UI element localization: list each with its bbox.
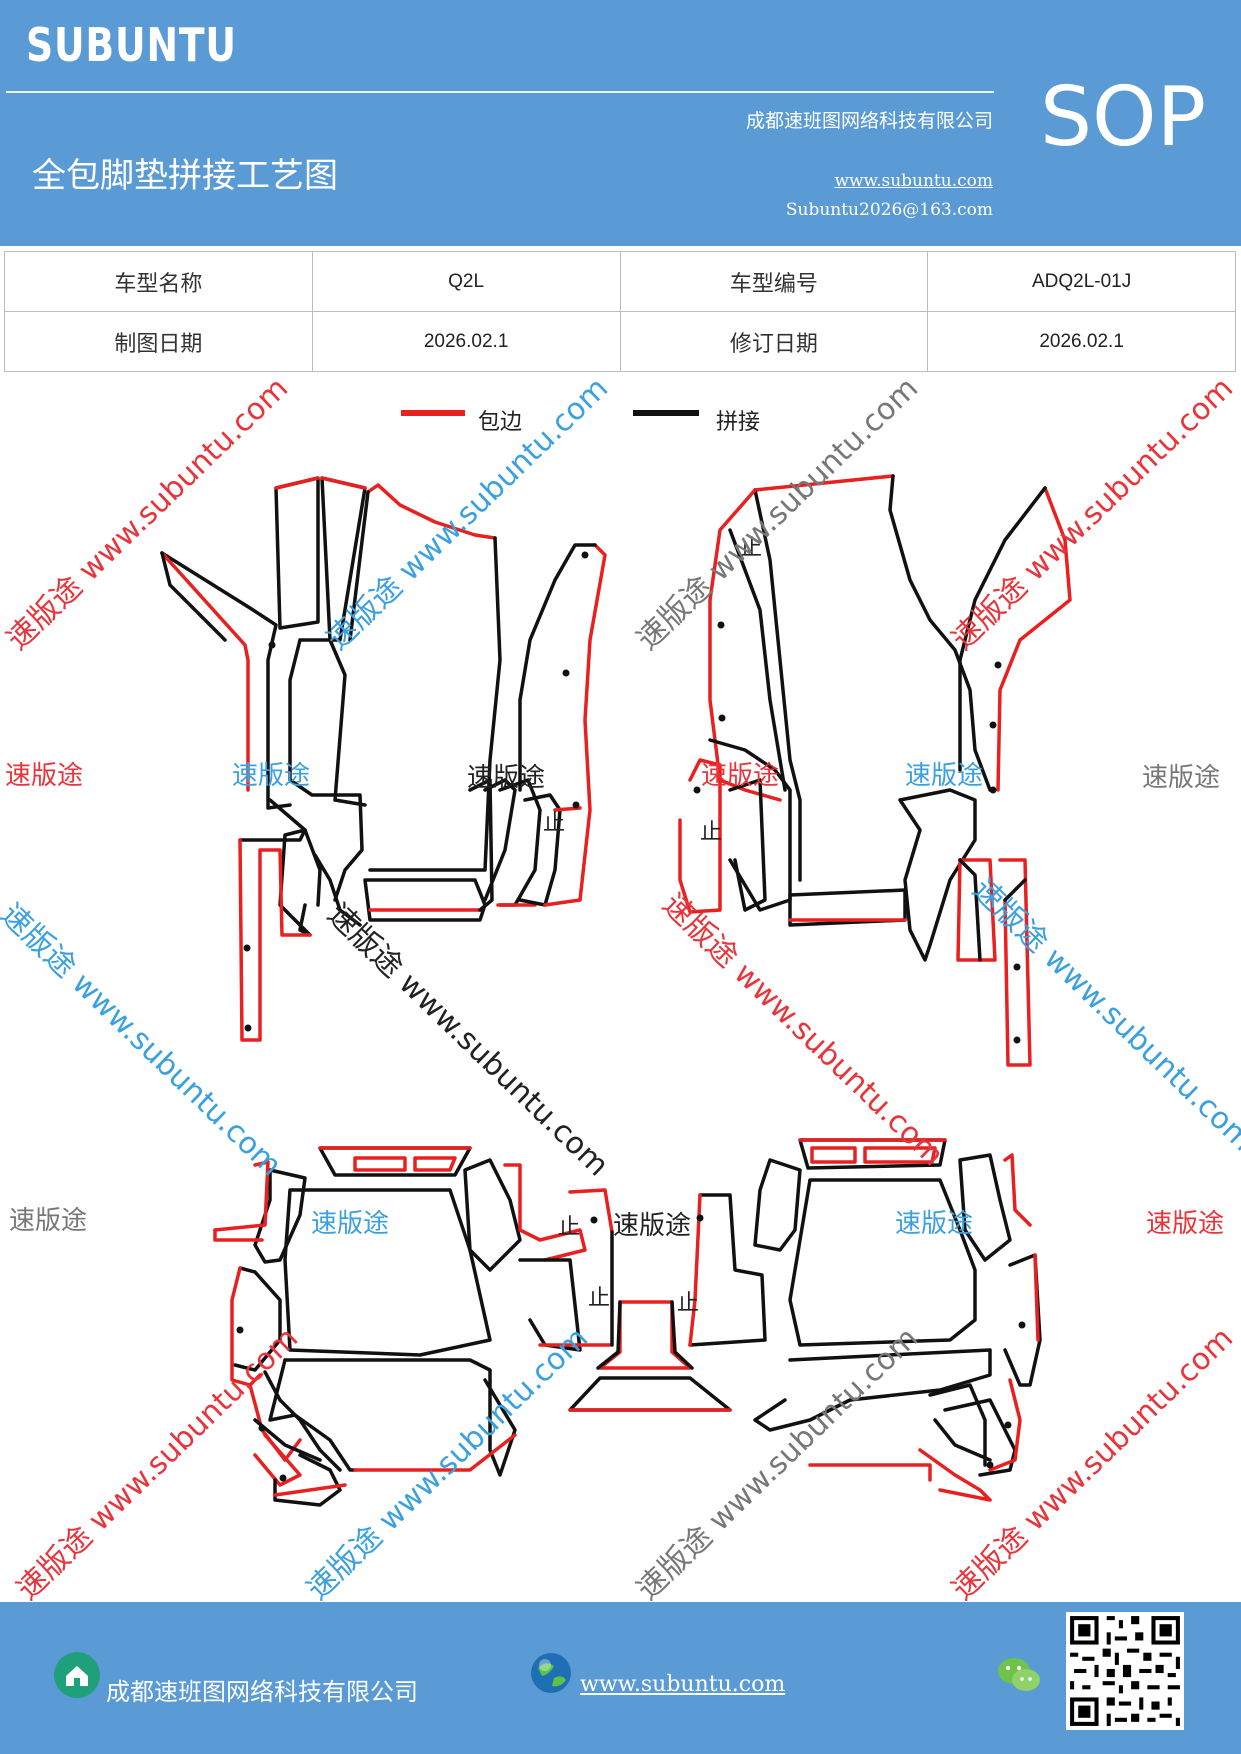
draw-date-label: 制图日期 bbox=[4, 311, 313, 372]
header-email[interactable]: Subuntu2026@163.com bbox=[785, 200, 993, 220]
model-name-label: 车型名称 bbox=[4, 251, 313, 312]
draw-date-value: 2026.02.1 bbox=[311, 311, 621, 372]
header-divider bbox=[6, 91, 994, 93]
stop-mark: 止 bbox=[543, 811, 566, 836]
stop-mark: 止 bbox=[700, 820, 723, 845]
wechat-icon[interactable] bbox=[995, 1654, 1043, 1696]
legend-red-label: 包边 bbox=[478, 410, 523, 435]
header-company: 成都速班图网络科技有限公司 bbox=[745, 110, 993, 132]
model-code-label: 车型编号 bbox=[619, 251, 929, 312]
watermark-brand: 速版途 bbox=[895, 1209, 974, 1239]
footer-url-link[interactable]: www.subuntu.com bbox=[580, 1672, 786, 1697]
sop-label: SOP bbox=[1040, 70, 1207, 165]
mat-bottom-left bbox=[213, 1146, 612, 1507]
watermark-brand: 速版途 bbox=[1142, 763, 1221, 793]
stop-mark: 止 bbox=[558, 1215, 581, 1240]
mat-bottom-middle bbox=[568, 1188, 767, 1412]
watermark-brand: 速版途 bbox=[232, 761, 311, 791]
qr-code bbox=[1066, 1612, 1184, 1730]
header-url-link[interactable]: www.subuntu.com bbox=[834, 171, 993, 191]
watermark-brand: 速版途 bbox=[5, 761, 84, 791]
stop-mark: 止 bbox=[588, 1286, 611, 1311]
info-table: 车型名称 Q2L 车型编号 ADQ2L-01J 制图日期 2026.02.1 修… bbox=[4, 251, 1236, 372]
watermark-brand: 速版途 bbox=[1146, 1209, 1225, 1239]
revise-date-label: 修订日期 bbox=[619, 311, 929, 372]
mat-top-right bbox=[678, 474, 1072, 1067]
legend-black-swatch bbox=[633, 410, 699, 416]
marker-dots bbox=[236, 551, 1026, 1482]
table-row: 制图日期 2026.02.1 修订日期 2026.02.1 bbox=[4, 311, 1236, 372]
stop-mark: 止 bbox=[740, 536, 763, 561]
brand-logo: SUBUNTU bbox=[26, 18, 237, 72]
watermark-brand: 速版途 bbox=[613, 1211, 692, 1241]
watermark-brand: 速版途 bbox=[701, 761, 780, 791]
legend-red-swatch bbox=[401, 410, 465, 416]
watermark-brand: 速版途 bbox=[905, 761, 984, 791]
header-banner: SUBUNTU 成都速班图网络科技有限公司 全包脚垫拼接工艺图 www.subu… bbox=[0, 0, 1241, 246]
watermark-brand: 速版途 bbox=[467, 763, 546, 793]
mat-bottom-right bbox=[753, 1138, 1042, 1502]
home-icon bbox=[54, 1652, 100, 1698]
footer-company: 成都速班图网络科技有限公司 bbox=[106, 1678, 418, 1706]
model-name-value: Q2L bbox=[311, 251, 621, 312]
footer-banner: 成都速班图网络科技有限公司 www.subuntu.com bbox=[0, 1602, 1241, 1754]
page-title: 全包脚垫拼接工艺图 bbox=[32, 156, 338, 196]
revise-date-value: 2026.02.1 bbox=[927, 311, 1236, 372]
watermark-brand: 速版途 bbox=[311, 1209, 390, 1239]
stop-mark: 止 bbox=[677, 1291, 700, 1316]
globe-icon bbox=[528, 1650, 574, 1696]
watermark-brand: 速版途 bbox=[9, 1206, 88, 1236]
legend-black-label: 拼接 bbox=[716, 410, 761, 435]
